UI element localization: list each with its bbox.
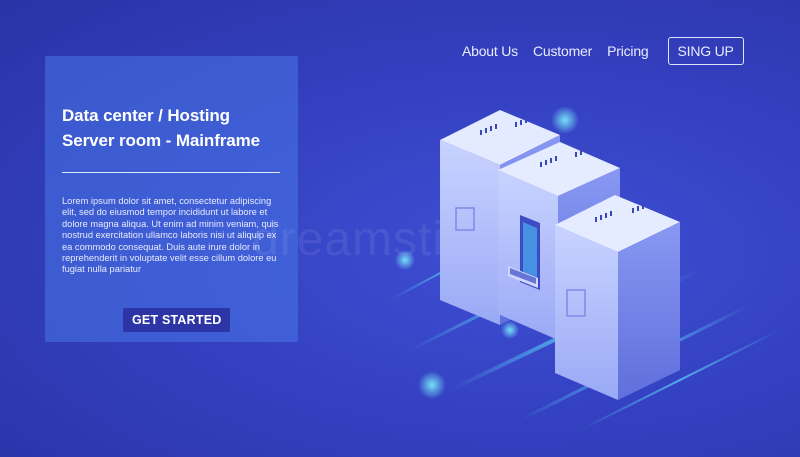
nav-link-about-us[interactable]: About Us <box>462 43 518 59</box>
hero-divider <box>62 172 280 173</box>
nav-link-pricing[interactable]: Pricing <box>607 43 649 59</box>
glow-dot <box>418 371 446 399</box>
server-rack-3 <box>555 195 680 400</box>
hero-title: Data center / Hosting Server room - Main… <box>62 103 260 153</box>
server-racks-illustration <box>389 106 781 431</box>
vent-slots <box>480 118 644 222</box>
hero-title-line-2: Server room - Mainframe <box>62 131 260 150</box>
signup-button[interactable]: SING UP <box>667 37 744 65</box>
get-started-button[interactable]: GET STARTED <box>123 308 231 332</box>
glow-dot <box>501 321 519 339</box>
hero-title-line-1: Data center / Hosting <box>62 106 230 125</box>
hero-panel: Data center / Hosting Server room - Main… <box>45 56 298 342</box>
glow-dot <box>395 250 415 270</box>
nav-link-customer[interactable]: Customer <box>533 43 593 59</box>
glow-dot <box>551 106 579 134</box>
hero-description: Lorem ipsum dolor sit amet, consectetur … <box>62 196 279 275</box>
top-nav: About Us Customer Pricing SING UP <box>462 37 759 65</box>
